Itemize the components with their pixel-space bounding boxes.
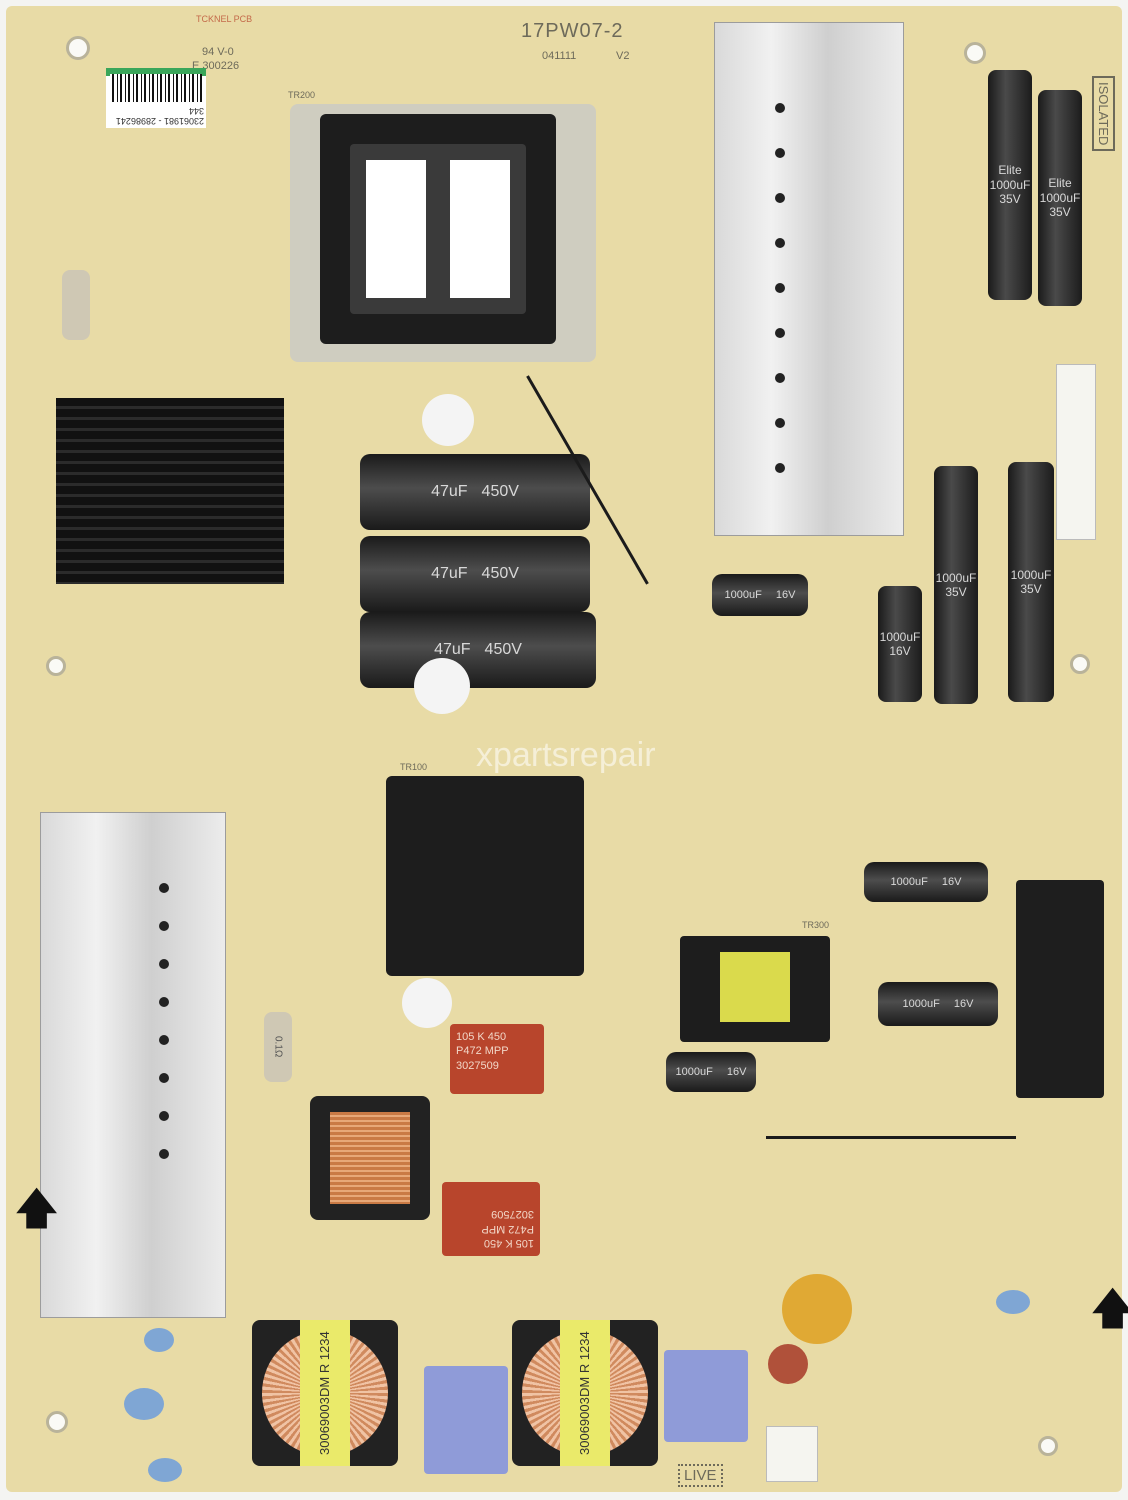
thermistor xyxy=(768,1344,808,1384)
watermark-text: xpartsrepair xyxy=(476,736,656,774)
common-mode-choke: 30069003 DM R 1234 xyxy=(512,1320,658,1466)
x-capacitor xyxy=(664,1350,748,1442)
heatsink-left-bottom xyxy=(40,812,226,1318)
rubber-standoff xyxy=(422,394,474,446)
barcode-bars xyxy=(110,74,202,102)
mounting-hole xyxy=(1038,1436,1058,1456)
arrow-icon: 🡅 xyxy=(1090,1284,1128,1333)
version-text: V2 xyxy=(616,50,630,62)
pcb-board: TCKNEL PCB 94 V-0 E 300226 17PW07-2 0411… xyxy=(6,6,1128,1492)
ul-rating-text: 94 V-0 xyxy=(202,46,234,58)
mains-connector xyxy=(766,1426,818,1482)
rubber-standoff xyxy=(414,658,470,714)
varistor xyxy=(782,1274,852,1344)
resistor-power xyxy=(62,270,90,340)
mounting-hole xyxy=(66,36,90,60)
y-capacitor xyxy=(124,1388,164,1420)
y-capacitor xyxy=(148,1458,182,1482)
isolation-line xyxy=(766,1136,1016,1139)
y-capacitor xyxy=(144,1328,174,1352)
resistor-power: 0.1Ω xyxy=(264,1012,292,1082)
isolated-label: ISOLATED xyxy=(1092,76,1115,152)
transformer-main xyxy=(290,104,596,362)
mounting-hole xyxy=(964,42,986,64)
arrow-icon: 🡅 xyxy=(14,1184,60,1233)
x-capacitor xyxy=(424,1366,508,1474)
mounting-hole xyxy=(1070,654,1090,674)
date-code-text: 041111 xyxy=(542,50,577,62)
common-mode-choke: 30069003 DM R 1234 xyxy=(252,1320,398,1466)
mounting-hole xyxy=(46,1411,68,1433)
heatsink-top xyxy=(714,22,904,536)
mounting-hole xyxy=(46,656,66,676)
connector-right xyxy=(1016,880,1104,1098)
y-capacitor xyxy=(996,1290,1030,1314)
transformer-standby xyxy=(680,936,830,1042)
pcb-maker-text: TCKNEL PCB xyxy=(196,14,253,24)
transformer-aux xyxy=(386,776,584,976)
transformer-aux-label: TR100 xyxy=(400,762,428,772)
heatsink-left-top xyxy=(56,398,284,584)
barcode-text: 23061981 - 28986241 344 xyxy=(115,106,204,126)
transformer-main-label: TR200 xyxy=(288,90,316,100)
rubber-standoff xyxy=(402,978,452,1028)
live-label: LIVE xyxy=(678,1464,723,1487)
board-model-text: 17PW07-2 xyxy=(521,20,624,42)
pfc-inductor xyxy=(310,1096,430,1220)
connector-top-right xyxy=(1056,364,1096,540)
transformer-standby-label: TR300 xyxy=(802,920,830,930)
barcode-sticker: 23061981 - 28986241 344 xyxy=(106,68,206,128)
